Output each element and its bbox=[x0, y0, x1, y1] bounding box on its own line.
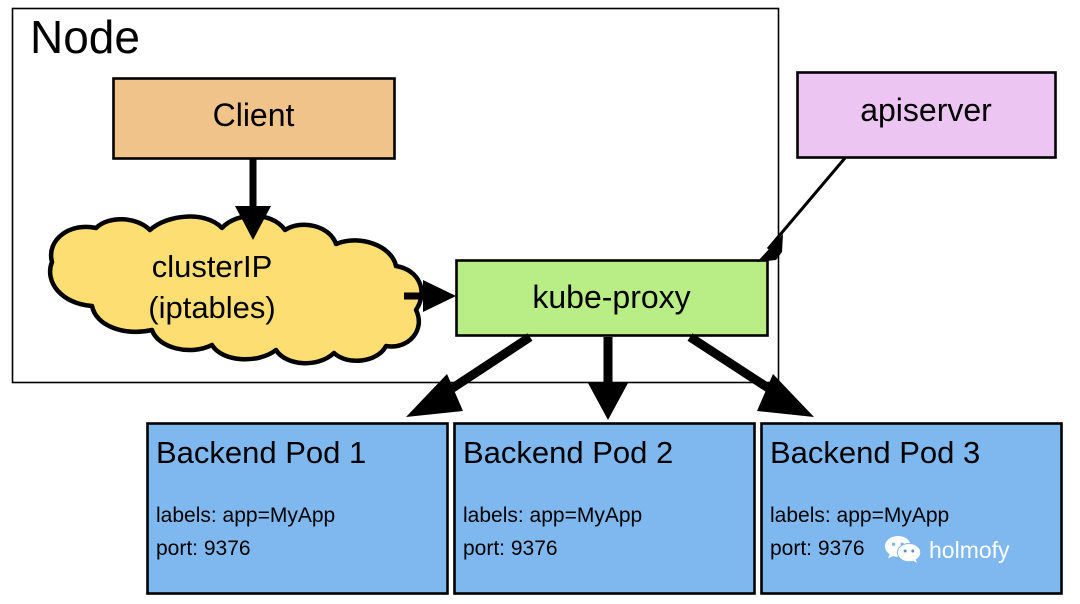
pod-2-labels: labels: app=MyApp bbox=[463, 504, 643, 527]
arrow-kubeproxy-to-pod2 bbox=[588, 337, 628, 420]
pod-3-port: port: 9376 bbox=[770, 537, 865, 560]
clusterip-cloud-shape bbox=[48, 213, 424, 366]
pod-box-3[interactable] bbox=[760, 422, 1063, 595]
kube-proxy-box[interactable] bbox=[455, 259, 769, 337]
watermark: holmofy bbox=[884, 534, 1010, 566]
arrow-clusterip-to-kubeproxy bbox=[404, 280, 456, 312]
pod-box-1[interactable] bbox=[146, 422, 449, 595]
node-title: Node bbox=[30, 11, 140, 63]
pod-2-title: Backend Pod 2 bbox=[463, 435, 674, 470]
pod-box-2[interactable] bbox=[453, 422, 756, 595]
clusterip-label-line2: (iptables) bbox=[148, 290, 276, 325]
client-box[interactable] bbox=[112, 77, 396, 160]
pod-1-labels: labels: app=MyApp bbox=[156, 504, 336, 527]
arrow-kubeproxy-to-pod1 bbox=[406, 333, 533, 417]
wechat-icon bbox=[885, 536, 922, 565]
arrow-kubeproxy-to-pod3 bbox=[687, 333, 814, 417]
apiserver-box[interactable] bbox=[796, 71, 1057, 159]
pod-3-title: Backend Pod 3 bbox=[770, 435, 981, 470]
pod-1-title: Backend Pod 1 bbox=[156, 435, 367, 470]
client-label: Client bbox=[212, 97, 295, 133]
apiserver-label: apiserver bbox=[860, 92, 992, 128]
pod-1-port: port: 9376 bbox=[156, 537, 251, 560]
kube-proxy-label: kube-proxy bbox=[532, 279, 691, 315]
arrow-apiserver-to-kubeproxy bbox=[757, 157, 847, 262]
pod-3-labels: labels: app=MyApp bbox=[770, 504, 950, 527]
watermark-text: holmofy bbox=[929, 536, 1010, 563]
pod-2-port: port: 9376 bbox=[463, 537, 558, 560]
clusterip-label-line1: clusterIP bbox=[151, 249, 273, 284]
arrow-client-to-clusterip bbox=[235, 159, 271, 240]
